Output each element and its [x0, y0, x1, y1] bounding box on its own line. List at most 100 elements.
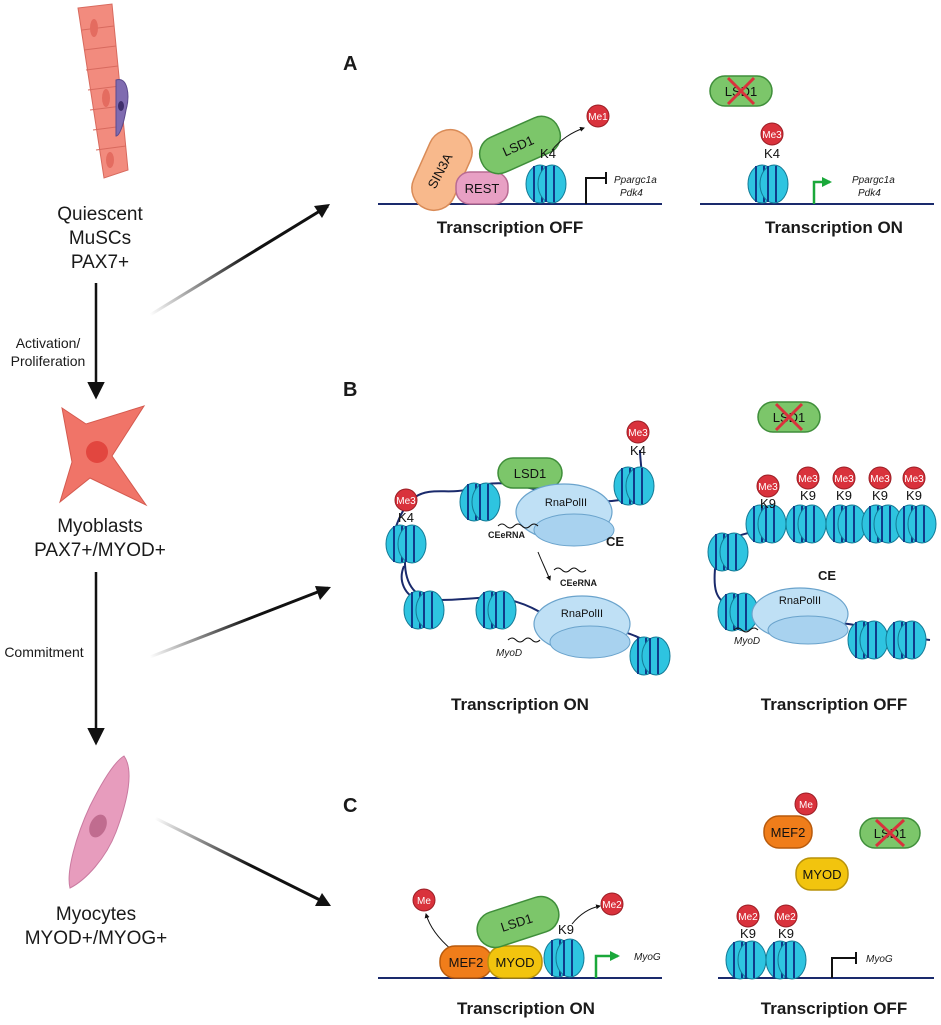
panel-a-on-label: Transcription ON [765, 218, 903, 237]
myoblast-cell-icon [59, 405, 148, 507]
promoter-on-icon [594, 951, 620, 978]
nucleosome [825, 504, 867, 544]
k4-mark: K4 [630, 443, 646, 458]
lsd1-inactive: LSD1 [709, 75, 773, 107]
nucleosome [885, 620, 927, 660]
me2-mark: Me2 [736, 904, 760, 928]
nucleosome [847, 620, 889, 660]
gene-myod: MyoD [734, 636, 760, 647]
gene-pdk4: Pdk4 [620, 188, 643, 199]
me-mark: Me [412, 888, 436, 912]
lsd1-protein: LSD1 [476, 895, 560, 949]
ce-label: CE [818, 568, 836, 583]
arrow-to-panel-b [149, 586, 329, 659]
k4-mark: K4 [398, 510, 414, 525]
gene-myog: MyoG [634, 952, 661, 963]
svg-text:RnaPolII: RnaPolII [779, 595, 821, 607]
k9-mark: K9 [740, 926, 756, 941]
gene-ppargc1a: Ppargc1a [614, 175, 657, 186]
svg-text:Me3: Me3 [396, 496, 416, 507]
ce-label: CE [606, 534, 624, 549]
rest-protein: REST [455, 171, 509, 205]
svg-text:Me2: Me2 [738, 912, 758, 923]
nucleosome [543, 938, 585, 978]
mef2-protein: MEF2 [439, 945, 493, 979]
svg-text:Me2: Me2 [602, 900, 622, 911]
myod-protein: MYOD [795, 857, 849, 891]
quiescent-label-3: PAX7+ [71, 252, 129, 273]
nucleosome [385, 524, 427, 564]
lsd1-protein: LSD1 [478, 115, 562, 175]
panel-b-label: B [343, 379, 357, 401]
me3-mark: Me3 [394, 488, 418, 512]
svg-text:Me3: Me3 [904, 474, 924, 485]
svg-text:Me3: Me3 [798, 474, 818, 485]
gene-myod: MyoD [496, 648, 522, 659]
rna-polymerase: RnaPolII [515, 483, 615, 547]
panel-c-label: C [343, 795, 357, 817]
mef2-protein: MEF2 [763, 815, 813, 849]
promoter-on-icon [812, 177, 832, 204]
nucleosome [613, 466, 655, 506]
k9-mark: K9 [778, 926, 794, 941]
svg-text:RnaPolII: RnaPolII [545, 497, 587, 509]
svg-text:REST: REST [465, 181, 500, 196]
me3-mark: Me3 [902, 466, 926, 490]
lsd1-inactive: LSD1 [859, 817, 921, 849]
svg-text:Me1: Me1 [588, 112, 608, 123]
svg-text:Me3: Me3 [758, 482, 778, 493]
nucleosome [707, 532, 749, 572]
arrow-to-panel-a [149, 204, 329, 317]
nucleosome [459, 482, 501, 522]
svg-text:MYOD: MYOD [496, 955, 535, 970]
lsd1-protein: LSD1 [497, 457, 563, 489]
activation-label-1: Activation/ [16, 335, 81, 351]
myoblasts-label-2: PAX7+/MYOD+ [34, 540, 166, 561]
svg-text:Me3: Me3 [870, 474, 890, 485]
me-mark: Me [794, 792, 818, 816]
promoter-off-icon [585, 177, 606, 204]
me3-mark: Me3 [796, 466, 820, 490]
me3-mark: Me3 [626, 420, 650, 444]
svg-text:Me3: Me3 [762, 130, 782, 141]
myod-protein: MYOD [487, 945, 543, 979]
me3-mark: Me3 [832, 466, 856, 490]
panel-a-off-label: Transcription OFF [437, 218, 583, 237]
lsd1-inactive: LSD1 [757, 401, 821, 433]
k9-mark: K9 [760, 496, 776, 511]
ceerna-label: CEeRNA [488, 530, 526, 540]
rna-polymerase: RnaPolII [533, 595, 631, 659]
promoter-off-icon [831, 957, 856, 978]
myocytes-label-2: MYOD+/MYOG+ [25, 928, 168, 949]
me2-mark: Me2 [600, 892, 624, 916]
rna-polymerase: RnaPolII [751, 587, 849, 645]
panel-a-label: A [343, 53, 357, 75]
k9-mark: K9 [800, 488, 816, 503]
me3-mark: Me3 [756, 474, 780, 498]
nucleosome [725, 940, 767, 980]
arrow-to-panel-c [154, 816, 329, 906]
nucleosome [525, 164, 567, 204]
nucleosome [475, 590, 517, 630]
panel-b-on-label: Transcription ON [451, 695, 589, 714]
demethylation-arrow [551, 126, 585, 151]
svg-text:Me3: Me3 [834, 474, 854, 485]
nucleosome [785, 504, 827, 544]
gene-pdk4: Pdk4 [858, 188, 881, 199]
commitment-label: Commitment [4, 644, 83, 660]
ceerna-label: CEeRNA [560, 578, 598, 588]
myoblasts-label-1: Myoblasts [57, 516, 143, 537]
svg-text:Me: Me [799, 800, 813, 811]
nucleosome [629, 636, 671, 676]
svg-text:MEF2: MEF2 [771, 825, 806, 840]
gene-ppargc1a: Ppargc1a [852, 175, 895, 186]
k9-mark: K9 [906, 488, 922, 503]
gene-myog: MyoG [866, 954, 893, 965]
svg-text:Me2: Me2 [776, 912, 796, 923]
k9-mark: K9 [558, 922, 574, 937]
svg-text:MYOD: MYOD [803, 867, 842, 882]
svg-text:Me: Me [417, 896, 431, 907]
nucleosome [895, 504, 937, 544]
svg-text:Me3: Me3 [628, 428, 648, 439]
